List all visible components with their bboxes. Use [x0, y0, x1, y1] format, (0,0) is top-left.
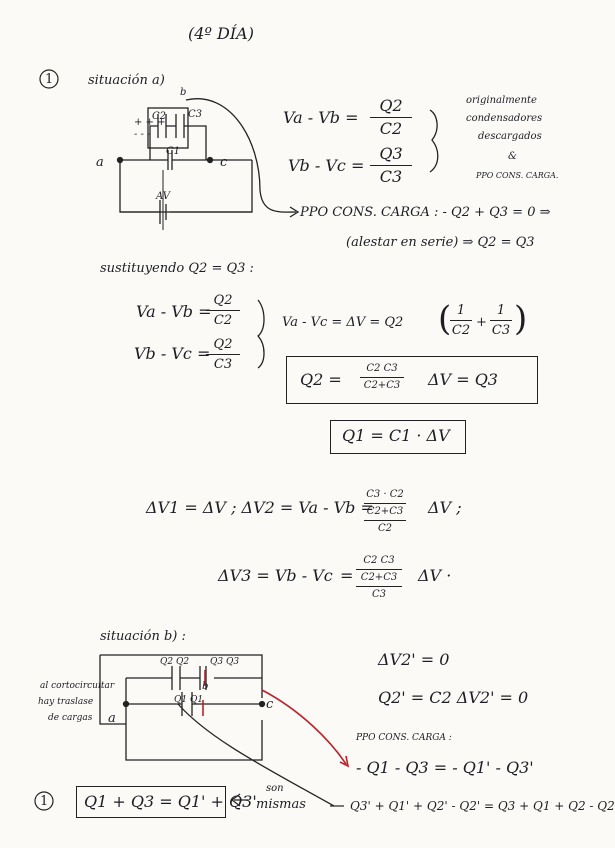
- plus-signs: + + +: [134, 117, 166, 128]
- cap3-label: C3: [188, 109, 203, 120]
- mismas-label: mismas: [256, 797, 306, 812]
- q1-result: Q1 = C1 · ΔV: [342, 426, 450, 445]
- note-line-5: PPO CONS. CARGA.: [476, 171, 559, 180]
- b-node-c: c: [266, 697, 274, 712]
- note-line-2: condensadores: [466, 113, 543, 124]
- paren-open: (: [438, 299, 452, 339]
- note-line-4: &: [508, 151, 517, 162]
- conservation-eq: - Q1 - Q3 = - Q1' - Q3': [356, 758, 534, 777]
- situation-b-label: situación b) :: [100, 629, 186, 644]
- final-eq: Q3' + Q1' + Q2' - Q2' = Q3 + Q1 + Q2 - Q…: [350, 799, 615, 813]
- q2-rhs: ΔV = Q3: [428, 370, 498, 389]
- sum-plus: +: [476, 315, 487, 330]
- q2-prime: Q2' = C2 ΔV2' = 0: [378, 688, 529, 707]
- b-node-a: a: [108, 711, 116, 726]
- dv3-lhs: ΔV3 = Vb - Vc: [218, 566, 333, 585]
- son-label: son: [266, 783, 284, 794]
- situation-a-label: situación a): [88, 73, 165, 88]
- paren-close: ): [514, 299, 528, 339]
- circuit-a: [116, 98, 439, 369]
- b-cap3-label: Q3 Q3: [210, 657, 240, 667]
- ppo-label: PPO CONS. CARGA :: [356, 733, 452, 743]
- hand-drawn-diagrams: [34, 69, 439, 811]
- circuit-b-arrows: [231, 793, 344, 807]
- cap1-label: C1: [166, 146, 181, 157]
- b-cap2-label: Q2 Q2: [160, 657, 190, 667]
- eq-ab-lhs: Va - Vb =: [283, 108, 359, 127]
- note-line-1: originalmente: [466, 95, 537, 106]
- note-line-3: descargados: [478, 131, 542, 142]
- eq-bc-lhs: Vb - Vc =: [288, 156, 365, 175]
- cap2-label: C2: [152, 111, 167, 122]
- dv2-prime: ΔV2' = 0: [378, 650, 450, 669]
- q2-result-box: [286, 356, 538, 404]
- minus-signs: - - -: [134, 129, 151, 140]
- sub-ab-lhs: Va - Vb =: [136, 302, 212, 321]
- side-note-line-2: hay traslase: [38, 697, 94, 707]
- boxed-result: Q1 + Q3 = Q1' + Q3': [84, 792, 257, 811]
- boxed-result-frame: [76, 786, 226, 818]
- b-cap1-label: Q1 Q1: [174, 695, 204, 705]
- series-note: (alestar en serie) ⇒ Q2 = Q3: [346, 235, 535, 250]
- section-number: 1: [45, 72, 54, 87]
- q2-lhs: Q2 =: [300, 370, 342, 389]
- red-markings: [202, 670, 350, 768]
- circled-markers: [34, 69, 59, 811]
- dv1-dv2-eq: ΔV1 = ΔV ; ΔV2 = Va - Vb =: [146, 498, 374, 517]
- q1-result-box: [330, 420, 466, 454]
- dv3-rhs: ΔV ·: [418, 566, 452, 585]
- page-title: (4º DÍA): [188, 24, 254, 43]
- node-a-label: a: [96, 155, 104, 170]
- side-note-line-3: de cargas: [48, 713, 93, 723]
- notebook-page: (4º DÍA) 1 situación a) b a c C2 C3 C1 +…: [34, 24, 615, 818]
- node-b-label: b: [180, 87, 187, 98]
- node-c-label: c: [220, 155, 228, 170]
- source-label: AV: [156, 191, 170, 202]
- circled-number: 1: [40, 794, 49, 809]
- side-note-line-1: al cortocircuitar: [40, 681, 115, 691]
- charge-conservation: PPO CONS. CARGA : - Q2 + Q3 = 0 ⇒: [300, 205, 551, 220]
- dv2-rhs: ΔV ;: [428, 498, 462, 517]
- b-node-b: b: [202, 681, 209, 692]
- circuit-b: [99, 654, 335, 807]
- sub-bc-lhs: Vb - Vc =: [134, 344, 211, 363]
- sum-eq-lhs: Va - Vc = ΔV = Q2: [282, 315, 404, 330]
- substituting-label: sustituyendo Q2 = Q3 :: [100, 261, 254, 276]
- dv3-eq-sign: =: [340, 566, 354, 585]
